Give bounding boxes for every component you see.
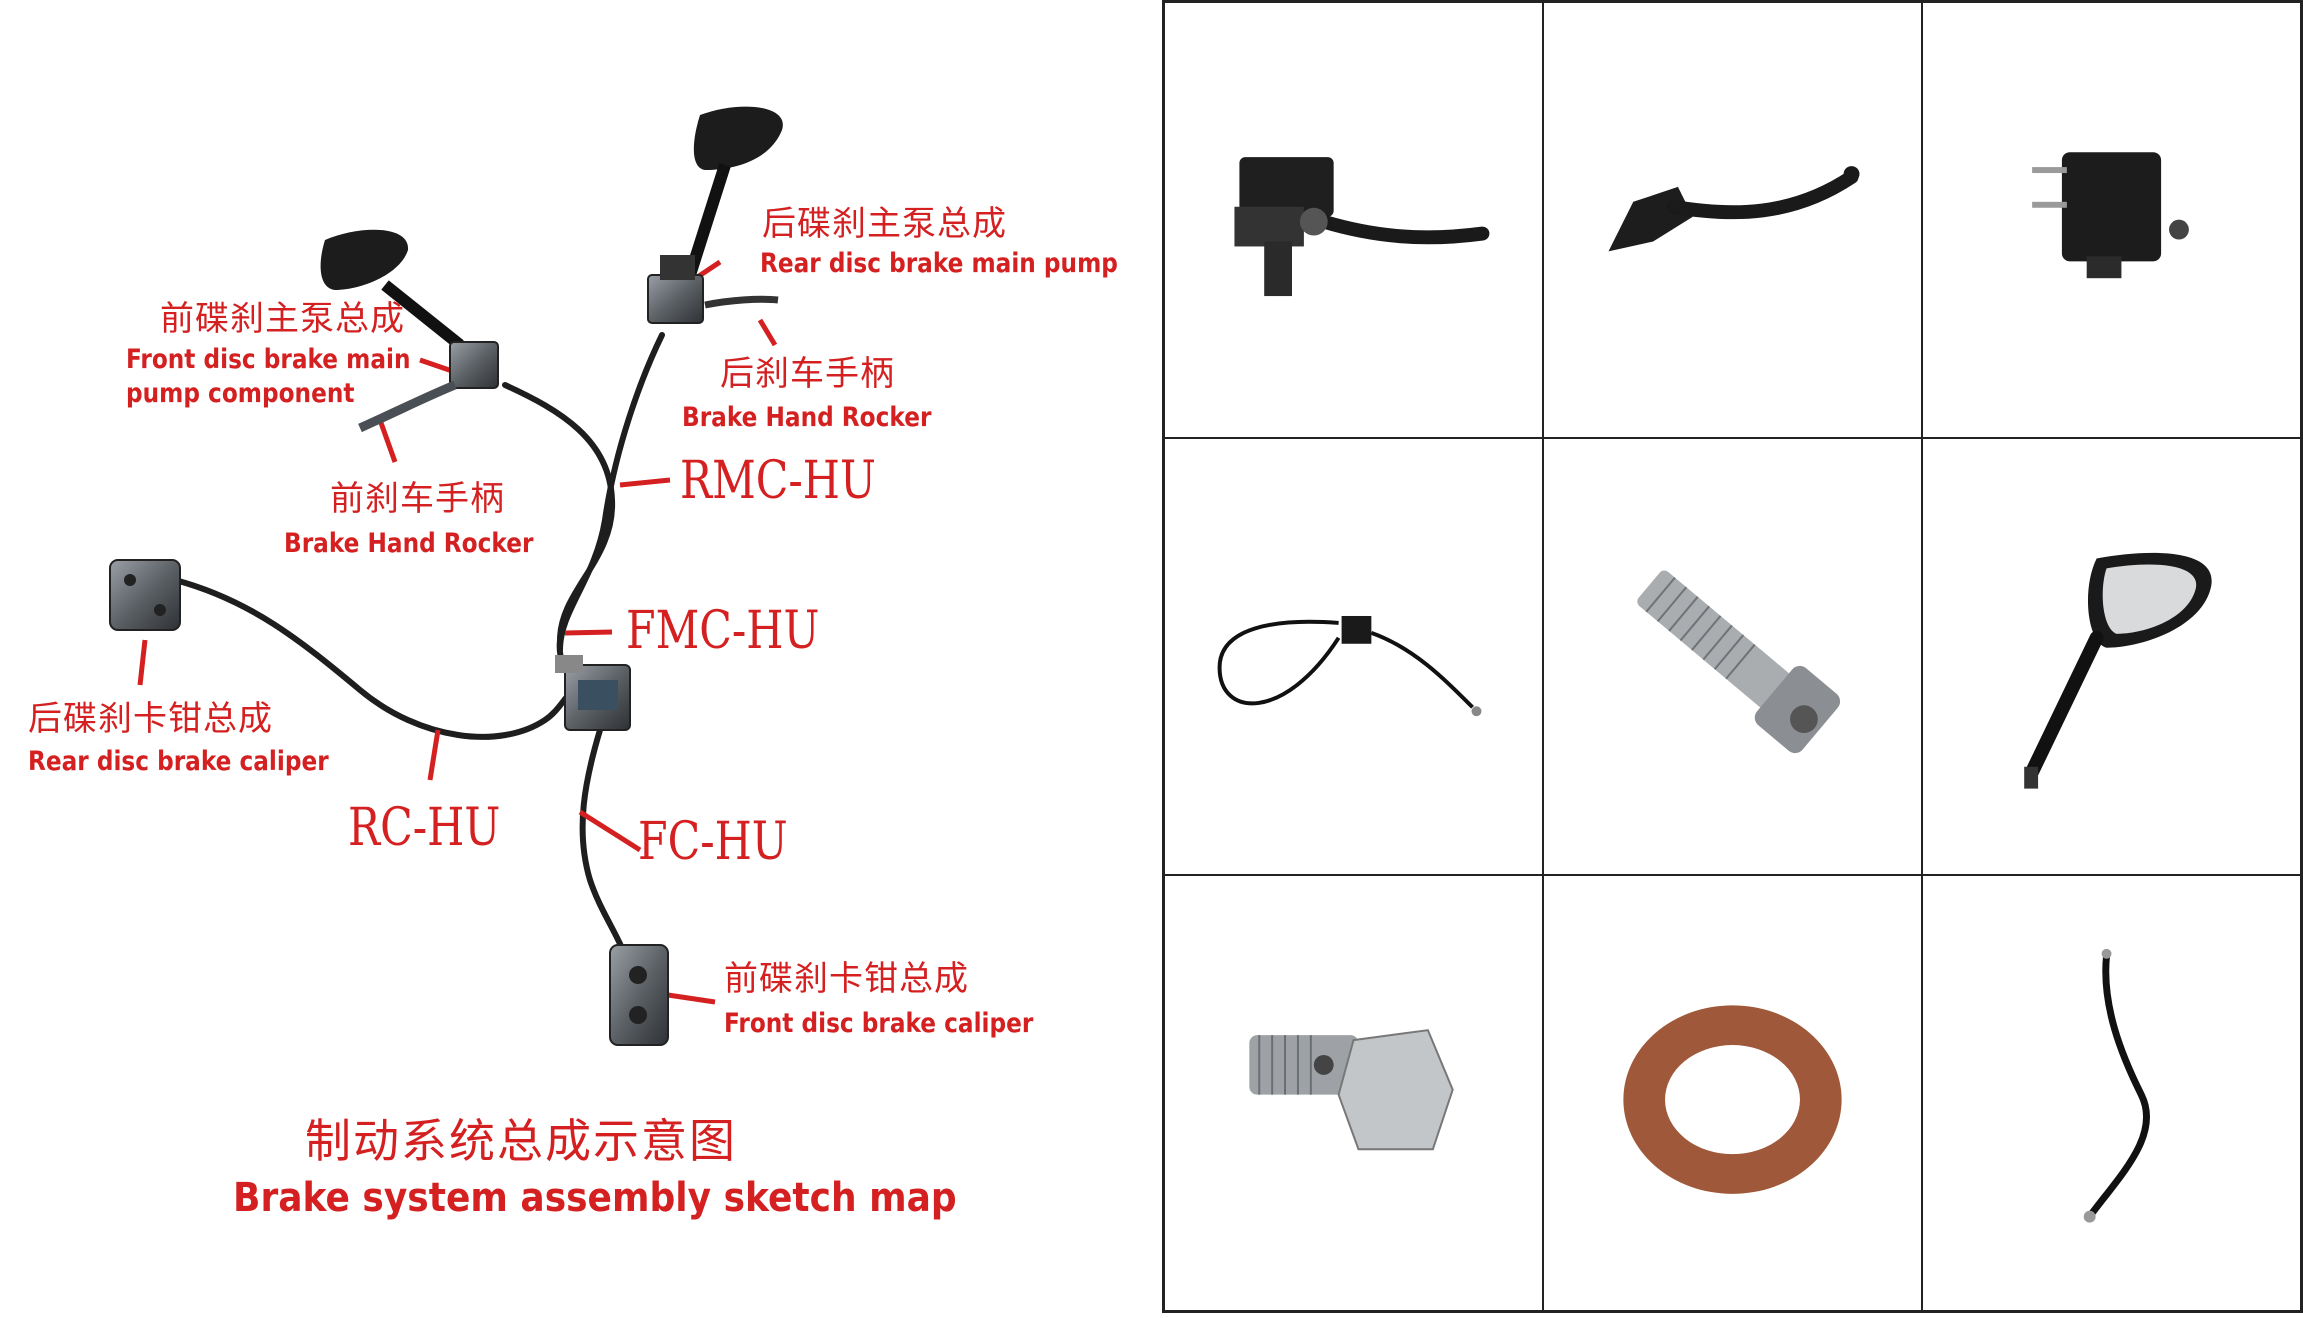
fc-hu-label: FC-HU xyxy=(638,812,788,872)
part-cell xyxy=(1543,2,1922,439)
hose-fc-hu xyxy=(579,727,628,958)
rear-caliper-label-zh: 后碟刹卡钳总成 xyxy=(28,699,273,739)
part-cell xyxy=(1164,438,1543,875)
front-pump-assembly xyxy=(320,229,499,433)
hose-rmc-hu xyxy=(557,332,665,653)
rc-hu-label: RC-HU xyxy=(348,798,501,858)
front-caliper xyxy=(609,944,669,1046)
socket-cap-bolt-icon xyxy=(1637,570,1841,754)
brake-switch-icon xyxy=(2032,152,2189,279)
front-pump-label-en-2: pump component xyxy=(126,378,355,409)
part-cell xyxy=(1164,2,1543,439)
parts-grid xyxy=(1162,0,2303,1313)
part-cell xyxy=(1922,874,2301,1311)
front-lever-label-en: Brake Hand Rocker xyxy=(284,528,534,559)
diagram-artwork xyxy=(109,106,783,1046)
front-lever-label-zh: 前刹车手柄 xyxy=(330,479,505,519)
brake-hoses xyxy=(172,332,665,958)
rear-caliper xyxy=(109,559,181,631)
rear-lever-label-en: Brake Hand Rocker xyxy=(682,402,932,433)
part-cell xyxy=(1543,874,1922,1311)
leader-lines xyxy=(137,259,778,1005)
hose-fmc-hu xyxy=(502,382,616,675)
front-caliper-label-zh: 前碟刹卡钳总成 xyxy=(724,959,969,999)
part-cell xyxy=(1922,438,2301,875)
switch-cable-icon xyxy=(1217,616,1482,717)
fmc-hu-label: FMC-HU xyxy=(626,601,820,661)
master-cylinder-with-lever-icon xyxy=(1234,157,1490,297)
brake-hose-icon xyxy=(2083,948,2150,1223)
front-pump-label-zh: 前碟刹主泵总成 xyxy=(160,299,405,339)
rear-lever-label-zh: 后刹车手柄 xyxy=(720,354,895,394)
hose-rc-hu xyxy=(172,577,578,740)
diagram-title-en: Brake system assembly sketch map xyxy=(233,1175,957,1221)
rear-pump-assembly xyxy=(647,106,783,324)
brake-lever-icon xyxy=(1608,166,1860,252)
banjo-bolt-icon xyxy=(1249,1028,1454,1150)
hydraulic-unit xyxy=(555,655,631,731)
part-cell xyxy=(1164,874,1543,1311)
part-cell xyxy=(1543,438,1922,875)
front-pump-label-en-1: Front disc brake main xyxy=(126,344,411,375)
rear-caliper-label-en: Rear disc brake caliper xyxy=(28,746,329,777)
front-caliper-label-en: Front disc brake caliper xyxy=(724,1008,1034,1039)
rear-pump-label-en: Rear disc brake main pump xyxy=(760,248,1118,279)
rear-view-mirror-icon xyxy=(2024,553,2212,789)
copper-washer-icon xyxy=(1623,1005,1842,1194)
diagram-title-zh: 制动系统总成示意图 xyxy=(305,1114,737,1168)
part-cell xyxy=(1922,2,2301,439)
brake-system-diagram: 后碟刹主泵总成 Rear disc brake main pump 前碟刹主泵总… xyxy=(28,106,1118,1221)
rear-pump-label-zh: 后碟刹主泵总成 xyxy=(762,204,1007,244)
rmc-hu-label: RMC-HU xyxy=(680,451,876,511)
